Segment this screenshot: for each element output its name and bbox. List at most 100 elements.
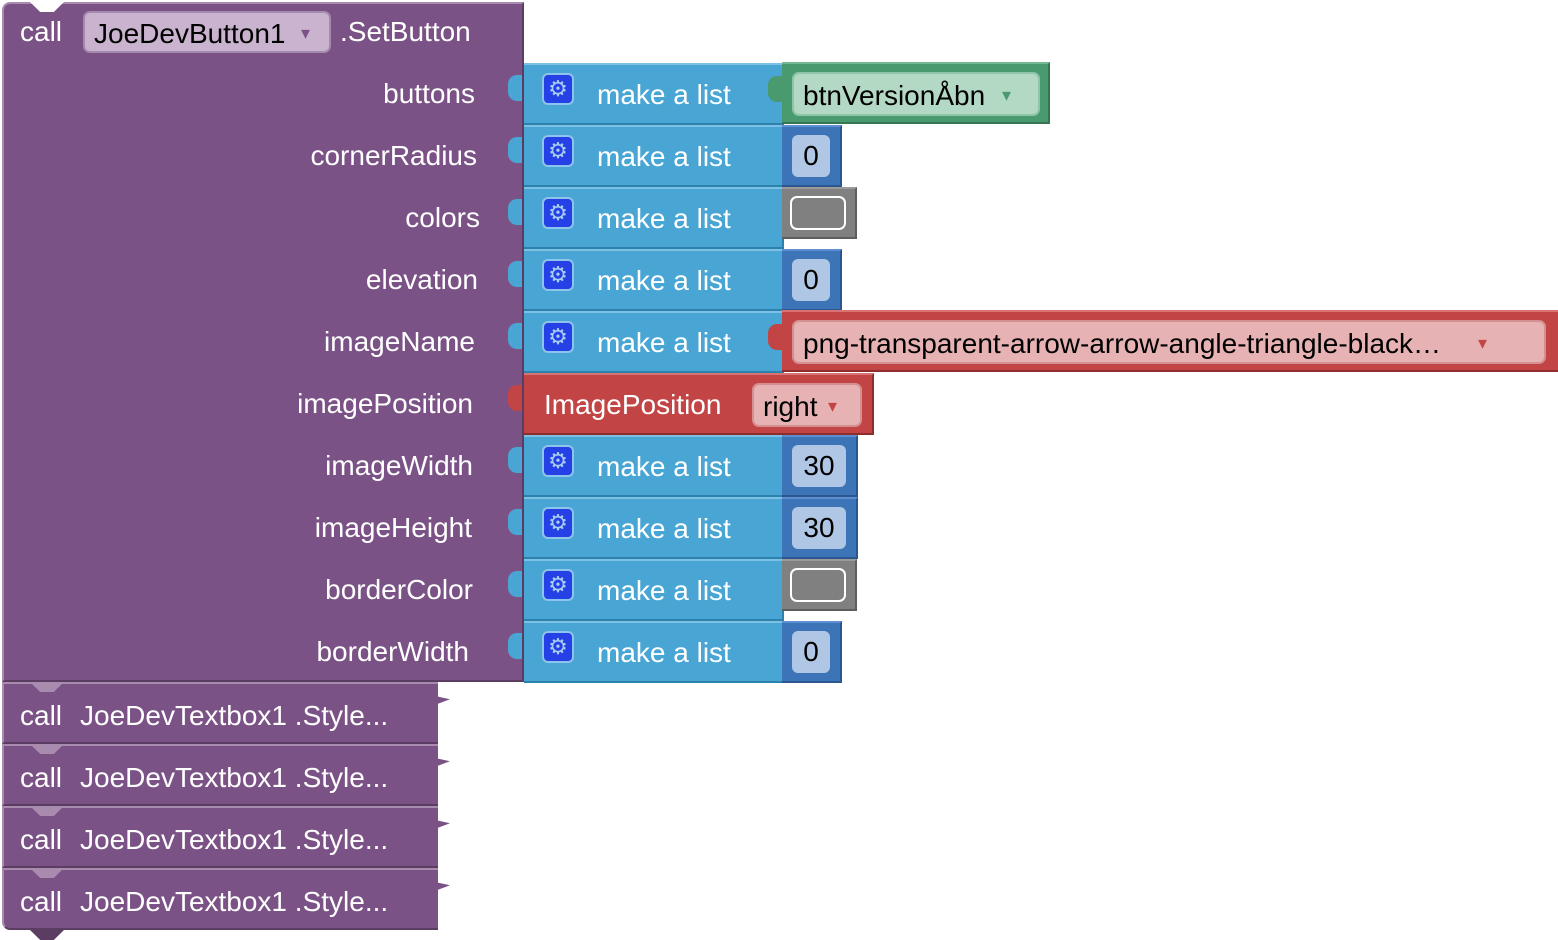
collapsed-block-text: JoeDevTextbox1 .Style... bbox=[80, 886, 389, 917]
number-block[interactable]: 30 bbox=[782, 435, 858, 497]
make-a-list-block[interactable]: ⚙ make a list bbox=[524, 311, 784, 373]
make-a-list-block[interactable]: ⚙ make a list bbox=[524, 187, 784, 249]
input-connector bbox=[508, 323, 522, 349]
chevron-down-icon: ▾ bbox=[301, 23, 311, 43]
make-a-list-block[interactable]: ⚙ make a list bbox=[524, 497, 784, 559]
chevron-down-icon: ▾ bbox=[1002, 85, 1012, 105]
number-field[interactable]: 0 bbox=[792, 631, 830, 673]
gear-glyph: ⚙ bbox=[548, 76, 568, 101]
param-label-cornerradius: cornerRadius bbox=[310, 140, 477, 171]
make-a-list-label: make a list bbox=[597, 141, 731, 172]
call-keyword: call bbox=[20, 700, 63, 731]
number-field[interactable]: 30 bbox=[792, 507, 846, 549]
number-block[interactable]: 0 bbox=[782, 125, 842, 187]
block-notch bbox=[30, 744, 64, 754]
text-block[interactable]: png-transparent-arrow-arrow-angle-triang… bbox=[768, 310, 1558, 372]
gear-glyph: ⚙ bbox=[548, 572, 568, 597]
collapsed-call-block[interactable]: call JoeDevTextbox1 .Style... bbox=[2, 806, 438, 868]
block-bottom-tab bbox=[30, 930, 64, 940]
gear-icon[interactable]: ⚙ bbox=[542, 321, 574, 353]
make-a-list-block[interactable]: ⚙ make a list bbox=[524, 621, 784, 683]
make-a-list-block[interactable]: ⚙ make a list bbox=[524, 559, 784, 621]
block-notch bbox=[30, 2, 64, 12]
block-notch bbox=[30, 806, 64, 816]
collapsed-block-text: JoeDevTextbox1 .Style... bbox=[80, 824, 389, 855]
input-connector bbox=[508, 633, 522, 659]
gear-glyph: ⚙ bbox=[548, 510, 568, 535]
collapsed-call-block[interactable]: call JoeDevTextbox1 .Style... bbox=[2, 744, 438, 806]
make-a-list-label: make a list bbox=[597, 451, 731, 482]
param-label-colors: colors bbox=[405, 202, 480, 233]
number-block[interactable]: 30 bbox=[782, 497, 858, 559]
setbutton-call-block[interactable] bbox=[2, 2, 524, 682]
component-value: btnVersionÅbn bbox=[803, 80, 986, 111]
color-block[interactable] bbox=[782, 559, 857, 611]
gear-glyph: ⚙ bbox=[548, 324, 568, 349]
make-a-list-label: make a list bbox=[597, 265, 731, 296]
gear-icon[interactable]: ⚙ bbox=[542, 135, 574, 167]
chevron-down-icon: ▾ bbox=[1478, 333, 1488, 353]
component-block[interactable]: btnVersionÅbn ▾ bbox=[768, 62, 1050, 124]
gear-glyph: ⚙ bbox=[548, 200, 568, 225]
param-label-bordercolor: borderColor bbox=[325, 574, 473, 605]
collapsed-block-text: JoeDevTextbox1 .Style... bbox=[80, 762, 389, 793]
gear-glyph: ⚙ bbox=[548, 448, 568, 473]
param-label-imageheight: imageHeight bbox=[314, 512, 472, 543]
collapsed-call-block[interactable]: call JoeDevTextbox1 .Style... bbox=[2, 868, 438, 930]
gear-icon[interactable]: ⚙ bbox=[542, 631, 574, 663]
color-swatch[interactable] bbox=[790, 568, 846, 602]
component-dropdown[interactable]: btnVersionÅbn ▾ bbox=[792, 72, 1040, 116]
gear-glyph: ⚙ bbox=[548, 262, 568, 287]
gear-icon[interactable]: ⚙ bbox=[542, 197, 574, 229]
chevron-down-icon: ▾ bbox=[828, 396, 838, 416]
gear-icon[interactable]: ⚙ bbox=[542, 569, 574, 601]
imageposition-block[interactable]: ImagePosition right ▾ bbox=[524, 373, 874, 435]
gear-icon[interactable]: ⚙ bbox=[542, 73, 574, 105]
gear-icon[interactable]: ⚙ bbox=[542, 507, 574, 539]
color-block[interactable] bbox=[782, 187, 857, 239]
number-field[interactable]: 30 bbox=[792, 445, 846, 487]
make-a-list-label: make a list bbox=[597, 637, 731, 668]
make-a-list-block[interactable]: ⚙ make a list bbox=[524, 435, 784, 497]
make-a-list-block[interactable]: ⚙ make a list bbox=[524, 249, 784, 311]
position-value: right bbox=[763, 391, 818, 422]
call-keyword: call bbox=[20, 886, 63, 917]
number-block[interactable]: 0 bbox=[782, 249, 842, 311]
param-label-imagewidth: imageWidth bbox=[325, 450, 473, 481]
param-label-borderwidth: borderWidth bbox=[316, 636, 469, 667]
input-connector bbox=[768, 76, 782, 102]
collapsed-call-block[interactable]: call JoeDevTextbox1 .Style... bbox=[2, 682, 438, 744]
asset-value: png-transparent-arrow-arrow-angle-triang… bbox=[803, 328, 1442, 359]
call-keyword: call bbox=[20, 762, 63, 793]
number-field[interactable]: 0 bbox=[792, 135, 830, 177]
input-connector bbox=[768, 324, 782, 350]
gear-icon[interactable]: ⚙ bbox=[542, 259, 574, 291]
input-connector bbox=[508, 447, 522, 473]
method-name: .SetButton bbox=[340, 16, 471, 47]
component-dropdown[interactable]: JoeDevButton1 ▾ bbox=[83, 11, 331, 53]
input-connector bbox=[508, 509, 522, 535]
make-a-list-label: make a list bbox=[597, 79, 731, 110]
call-keyword: call bbox=[20, 824, 63, 855]
gear-glyph: ⚙ bbox=[548, 138, 568, 163]
collapsed-block-text: JoeDevTextbox1 .Style... bbox=[80, 700, 389, 731]
input-connector bbox=[508, 385, 522, 411]
block-notch bbox=[30, 868, 64, 878]
block-notch bbox=[30, 682, 64, 692]
gear-icon[interactable]: ⚙ bbox=[542, 445, 574, 477]
call-keyword: call bbox=[20, 16, 63, 47]
imageposition-label: ImagePosition bbox=[544, 389, 722, 420]
number-field[interactable]: 0 bbox=[792, 259, 830, 301]
position-dropdown[interactable]: right ▾ bbox=[752, 383, 862, 427]
color-swatch[interactable] bbox=[790, 196, 846, 230]
input-connector bbox=[508, 261, 522, 287]
input-connector bbox=[508, 137, 522, 163]
number-block[interactable]: 0 bbox=[782, 621, 842, 683]
make-a-list-label: make a list bbox=[597, 575, 731, 606]
asset-dropdown[interactable]: png-transparent-arrow-arrow-angle-triang… bbox=[792, 320, 1546, 364]
make-a-list-block[interactable]: ⚙ make a list bbox=[524, 125, 784, 187]
make-a-list-block[interactable]: ⚙ make a list bbox=[524, 63, 784, 125]
component-name: JoeDevButton1 bbox=[94, 18, 286, 49]
make-a-list-label: make a list bbox=[597, 327, 731, 358]
param-label-buttons: buttons bbox=[383, 78, 475, 109]
